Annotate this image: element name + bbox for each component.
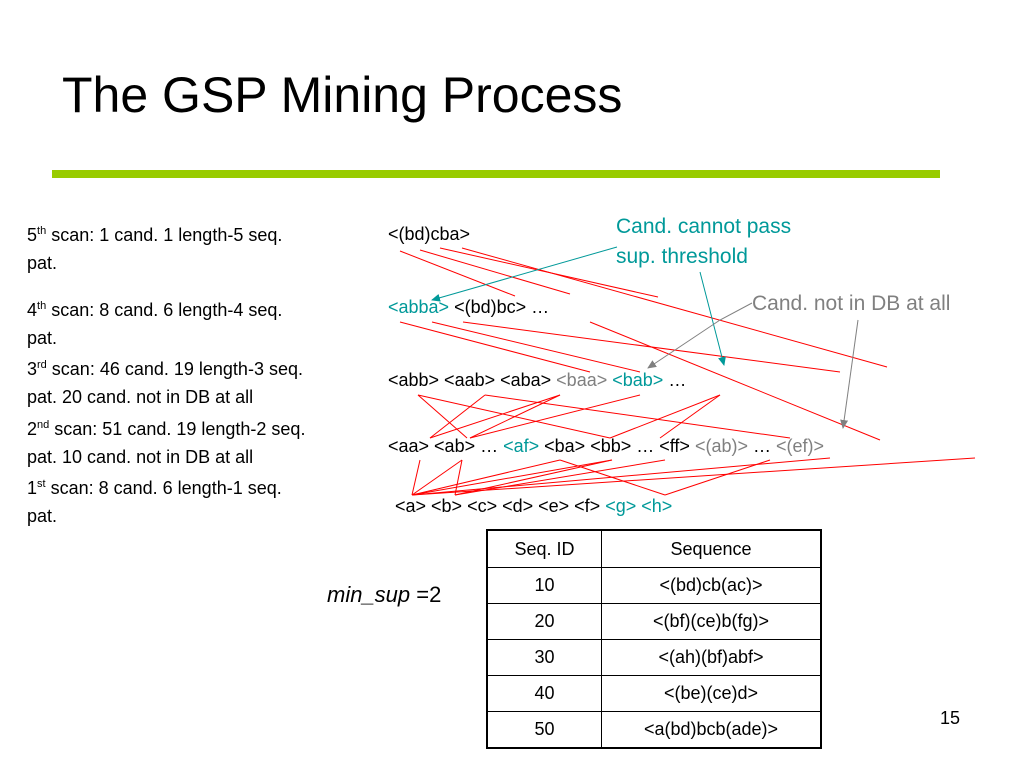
header-seq-id: Seq. ID (486, 529, 602, 568)
candidate-segment: <(bd)bc> … (449, 297, 550, 317)
scan-5-description: 5th scan: 1 cand. 1 length-5 seq.pat. (27, 225, 283, 273)
seq-id-cell: 30 (486, 639, 602, 676)
scan-2-description: 2nd scan: 51 cand. 19 length-2 seq.pat. … (27, 419, 306, 467)
candidate-segment: <(ef)> (776, 436, 825, 456)
seq-id-cell: 20 (486, 603, 602, 640)
candidate-segment: <ba> <bb> … <ff> (539, 436, 695, 456)
seq-id-cell: 50 (486, 711, 602, 749)
sequence-cell: <(ah)(bf)abf> (601, 639, 822, 676)
scan-3-description: 3rd scan: 46 cand. 19 length-3 seq.pat. … (27, 359, 303, 407)
seq-id-cell: 10 (486, 567, 602, 604)
seq-id-cell: 40 (486, 675, 602, 712)
length-2-candidates: <aa> <ab> … <af> <ba> <bb> … <ff> <(ab)>… (388, 436, 824, 457)
table-row: 10 <(bd)cb(ac)> (486, 567, 822, 604)
table-header-row: Seq. ID Sequence (486, 529, 822, 568)
candidate-segment: <aa> <ab> … (388, 436, 504, 456)
sequence-cell: <(be)(ce)d> (601, 675, 822, 712)
table-row: 40 <(be)(ce)d> (486, 675, 822, 712)
candidate-segment: <a> <b> <c> <d> <e> <f> (395, 496, 606, 516)
sequence-database-table: Seq. ID Sequence 10 <(bd)cb(ac)> 20 <(bf… (486, 529, 822, 749)
scan-4-description: 4th scan: 8 cand. 6 length-4 seq.pat. (27, 300, 283, 348)
length-1-candidates: <a> <b> <c> <d> <e> <f> <g> <h> (395, 496, 672, 517)
header-sequence: Sequence (601, 529, 822, 568)
candidate-segment: <(ab)> (694, 436, 748, 456)
candidate-segment: <af> (503, 436, 540, 456)
candidate-segment: <abb> <aab> <aba> (388, 370, 557, 390)
candidate-segment: <(bd)cba> (388, 224, 471, 244)
candidate-segment: <g> (605, 496, 637, 516)
candidate-segment: … (663, 370, 687, 390)
table-row: 50 <a(bd)bcb(ade)> (486, 711, 822, 749)
length-4-candidates: <abba> <(bd)bc> … (388, 297, 549, 318)
candidate-segment: <bab> (612, 370, 664, 390)
scan-1-description: 1st scan: 8 cand. 6 length-1 seq.pat. (27, 478, 282, 526)
sequence-cell: <(bd)cb(ac)> (601, 567, 822, 604)
length-5-candidates: <(bd)cba> (388, 224, 470, 245)
sequence-cell: <a(bd)bcb(ade)> (601, 711, 822, 749)
callout-not-in-db: Cand. not in DB at all (752, 292, 951, 315)
candidate-segment: <abba> (388, 297, 450, 317)
slide-title: The GSP Mining Process (62, 67, 623, 123)
table-row: 30 <(ah)(bf)abf> (486, 639, 822, 676)
table-row: 20 <(bf)(ce)b(fg)> (486, 603, 822, 640)
candidate-segment: … (747, 436, 776, 456)
page-number: 15 (940, 708, 961, 728)
sequence-cell: <(bf)(ce)b(fg)> (601, 603, 822, 640)
length-3-candidates: <abb> <aab> <aba> <baa> <bab> … (388, 370, 686, 391)
candidate-segment: <h> (641, 496, 673, 516)
red-generation-lines (399, 247, 976, 496)
min-sup-label: min_sup =2 (327, 582, 442, 607)
title-underline (52, 170, 940, 178)
candidate-segment: <baa> (556, 370, 608, 390)
